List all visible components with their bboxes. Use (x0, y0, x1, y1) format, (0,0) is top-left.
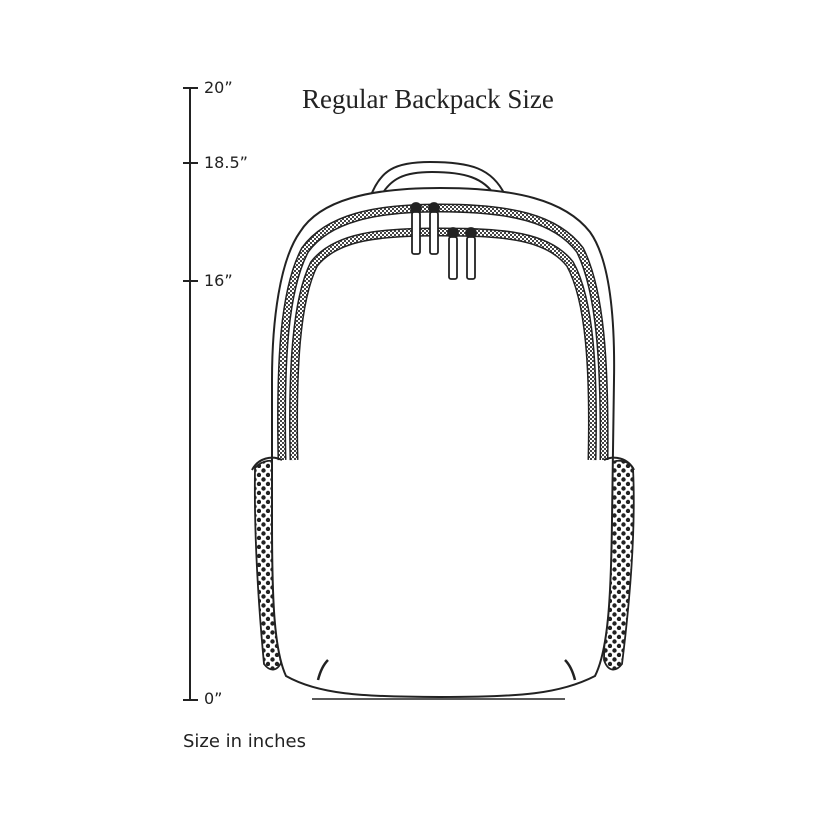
zipper-pull-2 (428, 202, 440, 255)
bottom-left-seam (316, 659, 329, 681)
bottom-right-seam (564, 659, 577, 681)
zipper-pulls (410, 202, 477, 280)
handle (369, 160, 506, 199)
measurement-scale (183, 87, 198, 701)
tick-label-16: 16” (204, 271, 233, 290)
tick-label-18-5: 18.5” (204, 153, 248, 172)
tick-label-0: 0” (204, 689, 223, 708)
backpack-body (271, 186, 616, 699)
right-strap-top (603, 456, 635, 471)
tick-label-20: 20” (204, 78, 233, 97)
zipper-pull-1 (410, 202, 422, 255)
size-caption: Size in inches (183, 731, 306, 752)
left-strap-top (251, 456, 283, 471)
zipper-pull-3 (447, 227, 459, 280)
diagram-title: Regular Backpack Size (302, 84, 554, 114)
zipper-pull-4 (465, 227, 477, 280)
